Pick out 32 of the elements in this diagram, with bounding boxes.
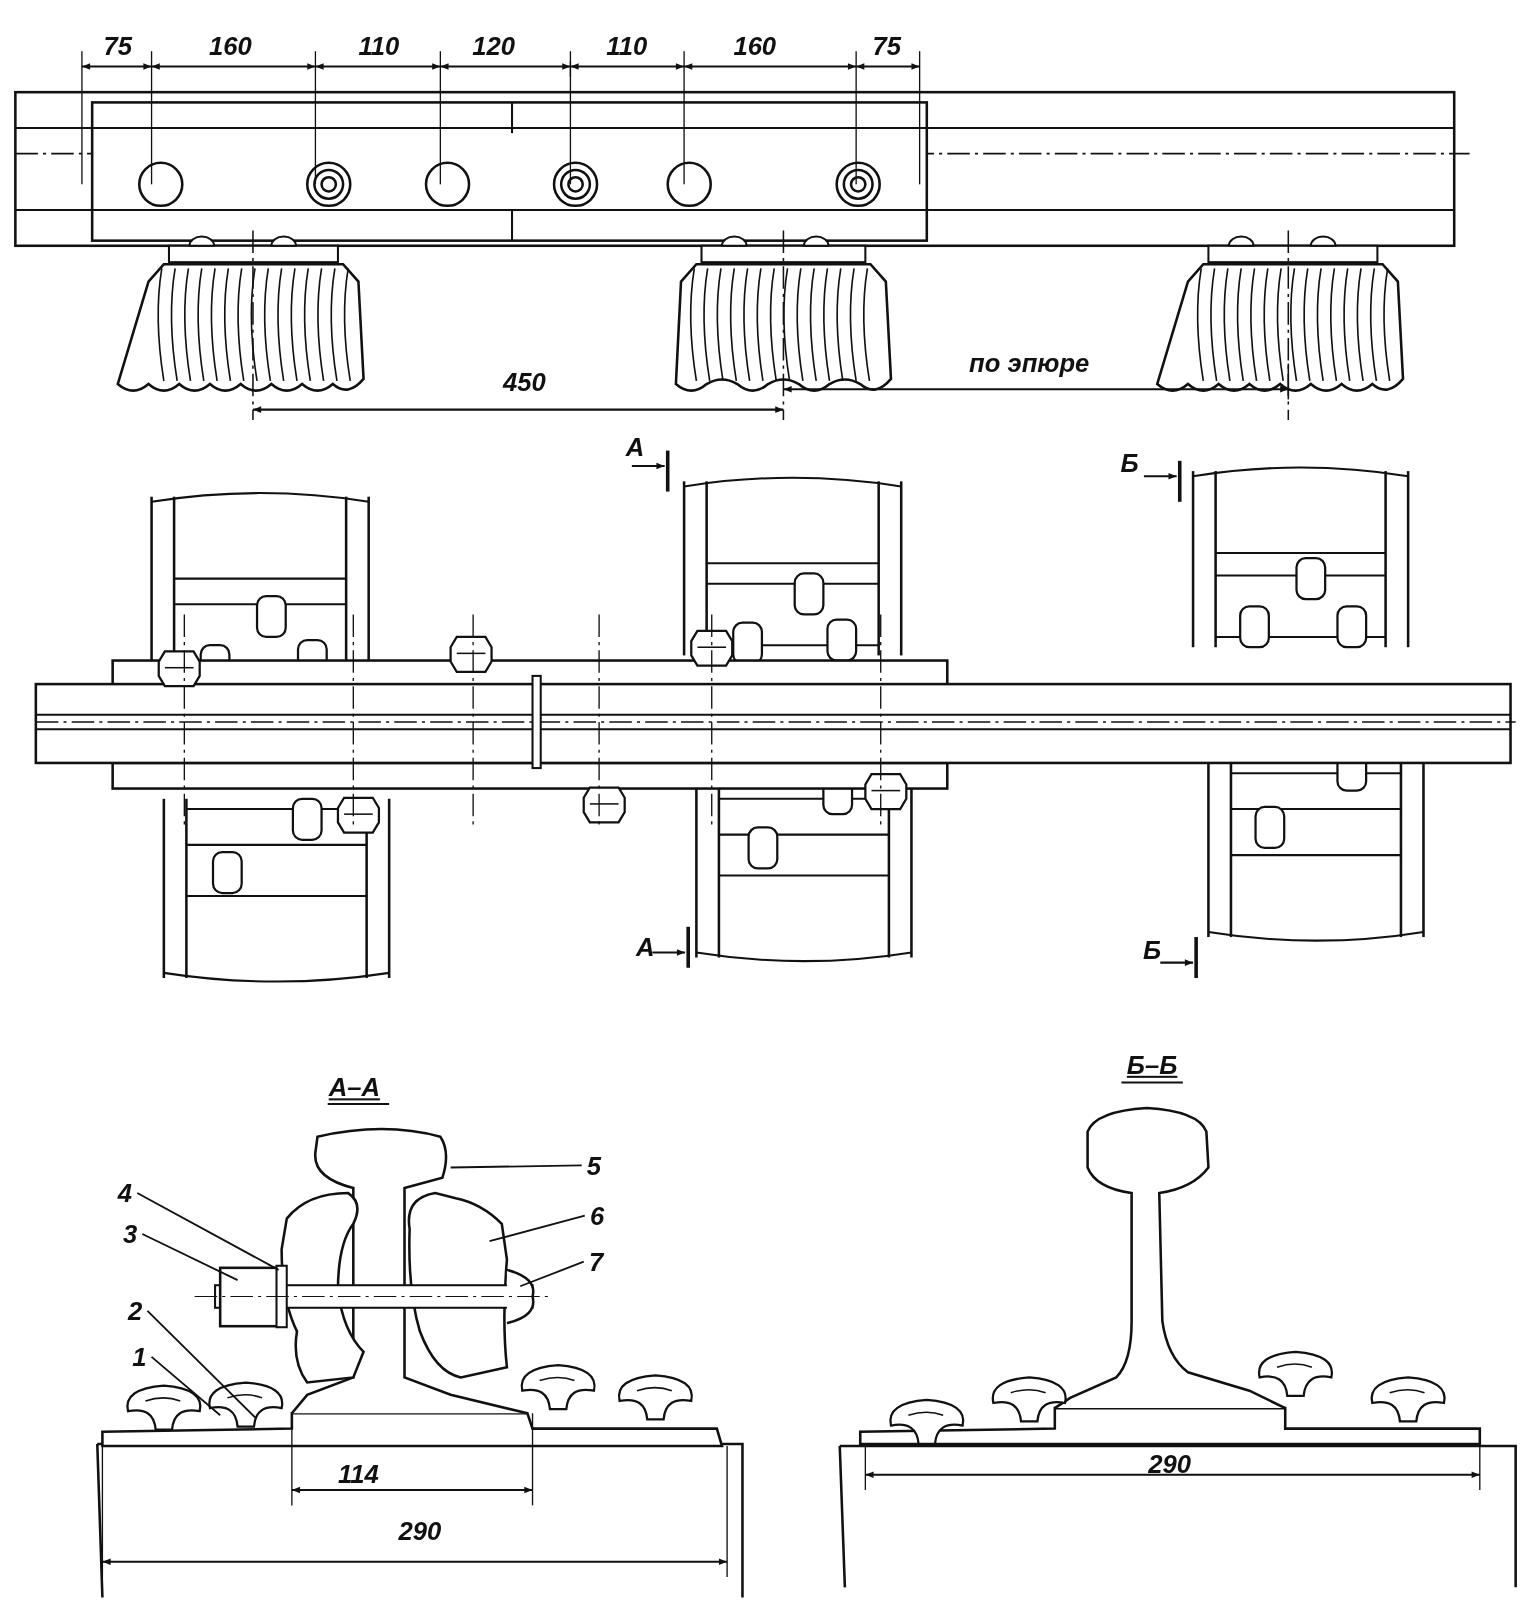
section-title: А–А [328,1074,380,1101]
dimension-label: 110 [358,33,400,59]
dimension-label: 114 [338,1461,379,1488]
callout-number: 4 [112,1177,138,1209]
section-label: А [625,434,645,461]
callout-number: 1 [127,1341,152,1373]
dimension-label: 75 [872,33,902,59]
leader-line [146,1309,257,1420]
leader-line [141,1233,239,1282]
section-label: Б [1143,937,1162,964]
leader-line [136,1192,280,1271]
callout-number: 7 [583,1246,609,1278]
callout-number: 3 [117,1218,143,1250]
section-label: Б [1120,450,1139,476]
section-label: А [635,934,655,961]
dimension-label: 290 [398,1518,442,1544]
callout-number: 5 [581,1150,607,1181]
dimension-label: 75 [103,33,132,59]
dimension-label: по эпюре [969,350,1090,377]
leader-line [449,1164,583,1169]
leader-line [150,1356,222,1417]
dimension-label: 160 [733,33,777,59]
dimension-label: 160 [209,33,252,59]
leader-line [519,1260,585,1288]
dimension-label: 120 [472,33,515,59]
section-title: Б–Б [1126,1052,1178,1078]
callout-number: 2 [122,1295,148,1327]
dimension-label: 450 [502,369,546,395]
dimension-label: 290 [1148,1451,1191,1478]
leader-line [488,1214,586,1243]
callout-number: 6 [584,1200,610,1231]
dimension-label: 110 [606,33,648,59]
